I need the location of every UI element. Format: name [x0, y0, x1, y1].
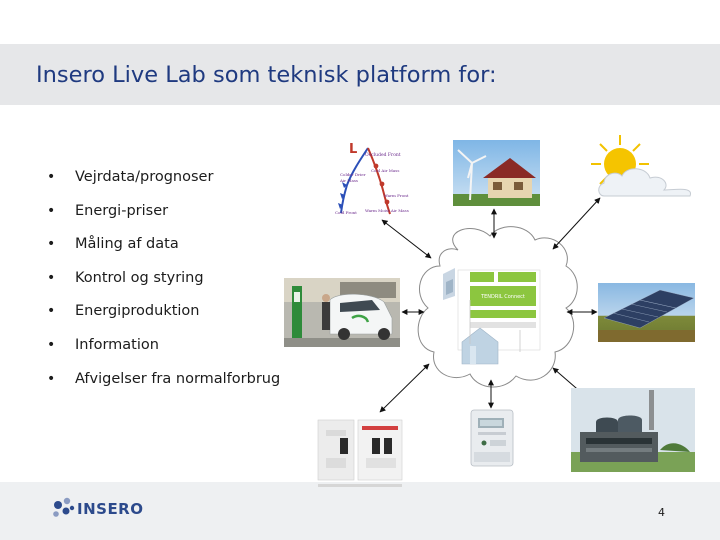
svg-text:Colder Drier: Colder Drier — [340, 172, 366, 177]
circuit-breakers-icon — [317, 419, 403, 487]
svg-text:Cold Front: Cold Front — [335, 210, 357, 215]
svg-text:Occluded Front: Occluded Front — [365, 152, 401, 158]
bullet-list: Vejrdata/prognoser Energi-priser Måling … — [45, 167, 280, 402]
power-plant-icon — [571, 388, 695, 472]
bullet-item: Energiproduktion — [45, 301, 280, 335]
bullet-item: Kontrol og styring — [45, 268, 280, 302]
svg-text:Air Mass: Air Mass — [339, 178, 358, 183]
house-wind-turbine-icon — [453, 140, 540, 206]
tendril-app-screenshot — [443, 268, 541, 365]
insero-logo-text: INSERO — [77, 500, 144, 518]
title-band — [0, 44, 720, 105]
solar-panels-icon — [598, 283, 695, 342]
page-number: 4 — [658, 506, 665, 519]
svg-text:Cool Air Mass: Cool Air Mass — [371, 168, 399, 173]
footer — [0, 482, 720, 540]
bullet-item: Energi-priser — [45, 201, 280, 235]
slide-title: Insero Live Lab som teknisk platform for… — [36, 62, 497, 88]
insero-logo-mark — [53, 497, 75, 517]
svg-text:Warm Front: Warm Front — [384, 193, 409, 198]
svg-text:L: L — [349, 142, 357, 157]
tendril-label: TENDRIL Connect — [480, 294, 525, 300]
bullet-item: Information — [45, 335, 280, 369]
electric-car-charging-icon — [284, 278, 400, 347]
sun-cloud-icon — [591, 135, 691, 197]
electricity-meter-icon — [470, 409, 514, 467]
bullet-item: Vejrdata/prognoser — [45, 167, 280, 201]
bullet-item: Afvigelser fra normalforbrug — [45, 369, 280, 403]
svg-text:Warm Moist Air Mass: Warm Moist Air Mass — [365, 208, 409, 213]
bullet-item: Måling af data — [45, 234, 280, 268]
weather-map-icon: L Occluded Front Cool Air Mass Colder Dr… — [332, 138, 409, 216]
